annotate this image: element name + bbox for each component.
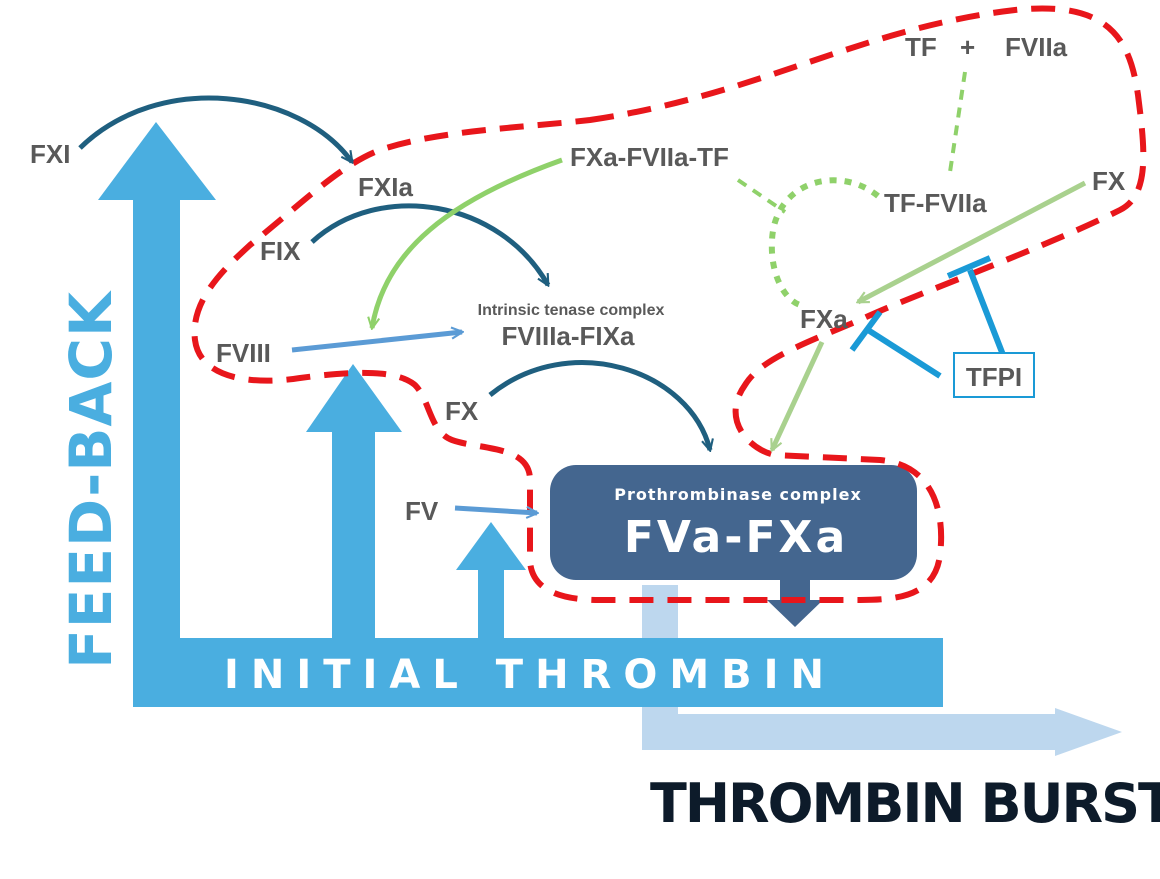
tf-fviia-link xyxy=(948,71,967,173)
tf-fviia-loop xyxy=(768,177,880,308)
plus-label: + xyxy=(960,32,975,62)
fix-label: FIX xyxy=(260,236,301,266)
tfpi-label: TFPI xyxy=(966,362,1022,392)
fxa-fviia-tf-label: FXa-FVIIa-TF xyxy=(570,142,729,172)
initial-thrombin-label: INITIAL THROMBIN xyxy=(224,652,836,698)
fviii-to-tenase-arrow xyxy=(291,332,462,353)
tf-label: TF xyxy=(905,32,937,62)
prothrombinase-complex-box: Prothrombinase complex FVa-FXa xyxy=(550,465,917,580)
fx-right-label: FX xyxy=(1092,166,1126,196)
tfpi-inhibition xyxy=(849,255,1008,379)
fxi-label: FXI xyxy=(30,139,70,169)
fv-to-prothrombinase-arrow xyxy=(454,505,537,513)
fix-to-tenase-arrow xyxy=(310,203,551,285)
fxia-label: FXIa xyxy=(358,172,413,202)
fv-label: FV xyxy=(405,496,439,526)
feedback-label: FEED-BACK xyxy=(57,290,125,669)
tf-fviia-complex-link xyxy=(736,178,787,214)
tenase-title: Intrinsic tenase complex xyxy=(478,302,665,319)
tf-fviia-label: TF-FVIIa xyxy=(884,188,987,218)
fxa-label: FXa xyxy=(800,304,848,334)
thrombin-burst-label: THROMBIN BURST xyxy=(650,772,1160,835)
fxi-to-fxia-arrow xyxy=(78,95,355,162)
prothrombinase-name: FVa-FXa xyxy=(624,512,848,563)
prothrombinase-title: Prothrombinase complex xyxy=(614,485,862,504)
extrinsic-intrinsic-boundary xyxy=(191,5,1147,603)
fxa-fviia-tf-to-tenase-arrow xyxy=(372,157,563,328)
fx-to-fxa-arrow xyxy=(858,180,1087,305)
fxa-to-prothrombinase-arrow xyxy=(769,340,825,450)
feedback-arrow xyxy=(98,122,943,707)
fx-left-label: FX xyxy=(445,396,479,426)
tenase-name: FVIIIa-FIXa xyxy=(502,321,635,351)
fviii-label: FVIII xyxy=(216,338,271,368)
prothrombinase-output-arrow xyxy=(767,578,823,627)
thrombin-burst-arrow xyxy=(642,585,1122,756)
fx-to-prothrombinase-arrow xyxy=(488,360,710,450)
tfpi-box xyxy=(953,352,1035,398)
fviia-label: FVIIa xyxy=(1005,32,1068,62)
